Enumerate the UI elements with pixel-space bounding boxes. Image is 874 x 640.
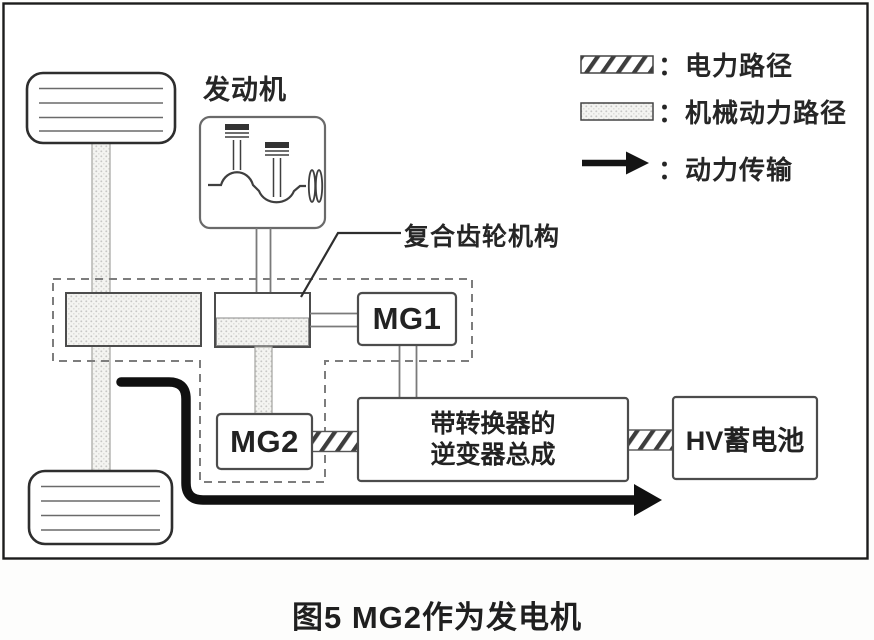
engine-icon: [208, 124, 324, 204]
mg2-shaft: [254, 346, 273, 415]
engine-label: 发动机: [203, 75, 287, 105]
inverter-label-line2: 逆变器总成: [430, 440, 556, 469]
mg2-label: MG2: [230, 423, 299, 459]
legend: [580, 55, 654, 175]
gear-label-leader-line: [300, 231, 401, 298]
inverter-box: [356, 396, 630, 483]
figure-caption: 图5 MG2作为发电机: [291, 600, 583, 635]
mg1-inverter-link: [398, 345, 418, 398]
rear-wheel: [27, 469, 174, 546]
mg2-box: [215, 412, 314, 471]
gear-mg1-link: [310, 312, 358, 328]
engine-box: [198, 115, 327, 230]
mg1-label: MG1: [372, 301, 442, 336]
electric-path-mg2-inverter: [311, 430, 359, 453]
legend-power-arrow: [582, 151, 649, 175]
legend-mechanical-path-swatch: [580, 102, 654, 121]
engine-shaft: [255, 228, 272, 294]
legend-electric-path-swatch: [580, 55, 654, 74]
inverter-label: 带转换器的 逆变器总成: [358, 398, 628, 481]
power-flow-arrow: [116, 377, 662, 516]
final-drive-unit: [65, 292, 202, 347]
gear-mechanism-label: 复合齿轮机构: [404, 223, 561, 251]
transaxle-dashed-boundary: [52, 278, 473, 483]
legend-mechanical-path-label: ：机械动力路径: [658, 97, 848, 128]
compound-gear-unit: [214, 292, 311, 348]
legend-power-transmission-label: ：动力传输: [658, 154, 794, 185]
hv-battery-box: [671, 395, 819, 481]
hv-battery-label: HV蓄电池: [685, 425, 805, 456]
mg1-box: [356, 291, 458, 347]
inverter-label-line1: 带转换器的: [430, 409, 556, 438]
legend-electric-path-label: ：电力路径: [658, 50, 794, 81]
front-wheel: [25, 71, 177, 145]
electric-path-inverter-battery: [627, 429, 674, 451]
